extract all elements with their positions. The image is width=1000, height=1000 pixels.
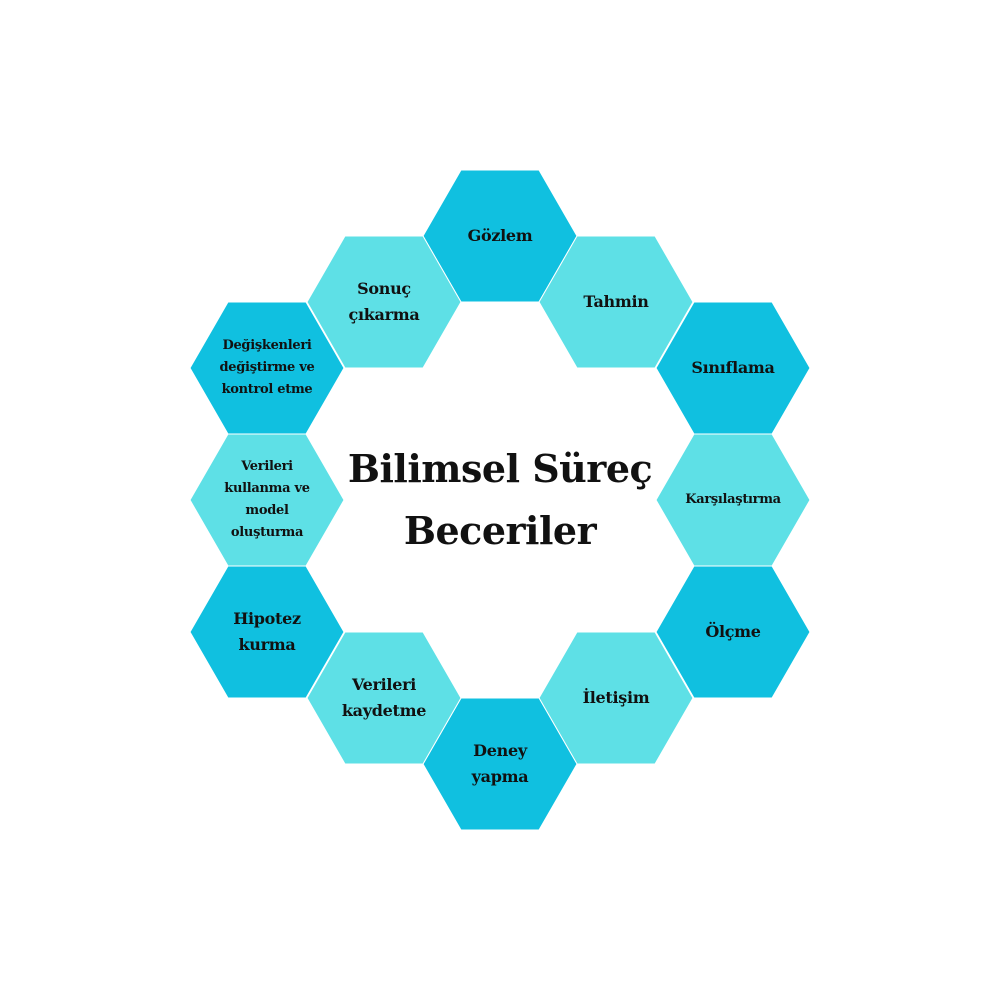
skill-hexagon [189,301,345,435]
skill-label: Gözlem [467,226,533,245]
skill-label: Sınıflama [691,358,775,377]
skill-label: İletişim [582,688,650,707]
title-line-1: Bilimsel Süreç [347,446,653,491]
skill-hexagon [306,631,462,765]
skill-label: Karşılaştırma [685,492,781,507]
skill-label: Ölçme [705,622,761,641]
skill-hexagon [538,235,694,369]
skill-hexagon [655,565,811,699]
skill-hexagon [306,235,462,369]
skill-label: Tahmin [583,292,649,311]
title-line-2: Beceriler [403,508,597,553]
diagram-title: Bilimsel Süreç Beceriler [340,438,660,562]
